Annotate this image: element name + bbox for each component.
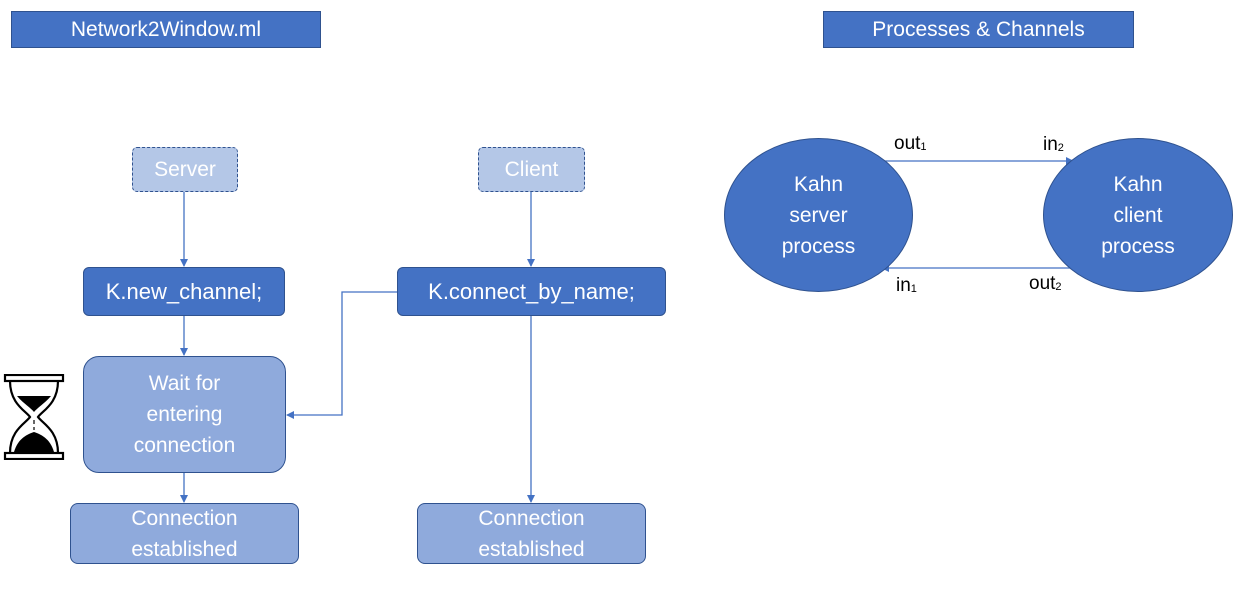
hourglass-icon [3, 374, 65, 460]
new-channel-node: K.new_channel; [83, 267, 285, 316]
wait-connection-node: Wait for entering connection [83, 356, 286, 473]
out1-label: out1 [894, 133, 927, 154]
wait-connection-label: Wait for entering connection [133, 372, 236, 457]
in2-label: in2 [1043, 134, 1064, 155]
kahn-client-process-label: Kahn client process [1101, 172, 1175, 258]
kahn-server-process-label: Kahn server process [781, 172, 856, 258]
server-established-label: Connection established [131, 506, 238, 561]
connect-to-wait-arrow [286, 291, 397, 419]
server-start-node: Server [132, 147, 238, 192]
client-start-node: Client [478, 147, 585, 192]
network-window-title: Network2Window.ml [11, 11, 321, 48]
kahn-client-process: Kahn client process [1043, 138, 1233, 292]
in1-label: in1 [896, 275, 917, 296]
server-established-node: Connection established [70, 503, 299, 564]
out2-label: out2 [1029, 273, 1062, 294]
client-established-node: Connection established [417, 503, 646, 564]
kahn-server-process: Kahn server process [724, 138, 913, 292]
processes-channels-title: Processes & Channels [823, 11, 1134, 48]
client-established-label: Connection established [478, 506, 585, 561]
connect-by-name-node: K.connect_by_name; [397, 267, 666, 316]
